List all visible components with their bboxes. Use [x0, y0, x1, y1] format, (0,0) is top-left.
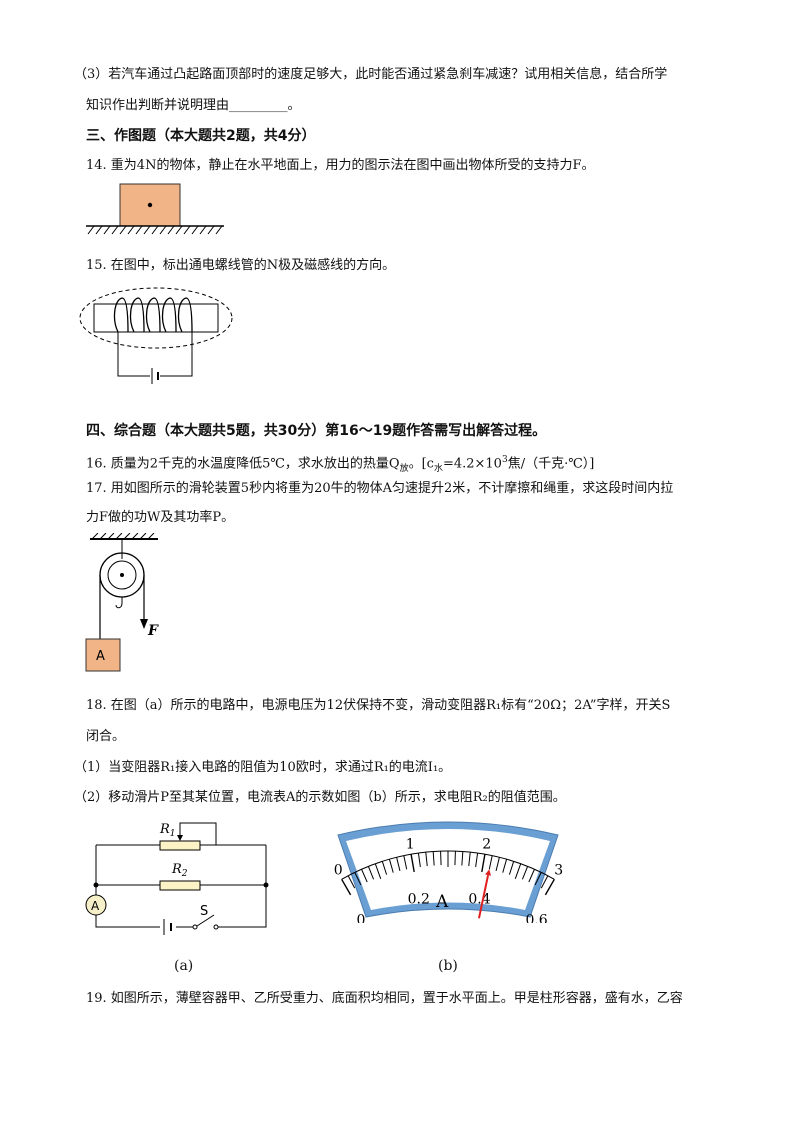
meter-tick: [432, 851, 435, 866]
meter-upper-label: 3: [554, 862, 563, 878]
meter-scale: [341, 850, 555, 896]
q18-ammeter-dial: 0 1 2 3 0 0.2 0.4 0.6 A: [334, 821, 563, 923]
meter-face: [346, 829, 550, 910]
ammeter-label: A: [91, 899, 100, 913]
meter-upper-label: 0: [334, 862, 343, 878]
meter-lower-label: 0: [357, 912, 366, 923]
meter-unit: A: [435, 892, 449, 912]
q14-figure: [86, 183, 224, 235]
q15-text: 15. 在图中，标出通电螺线管的N极及磁感线的方向。: [86, 258, 396, 273]
meter-needle: [477, 874, 490, 919]
object-a-label: A: [96, 649, 105, 664]
q13-3-line2: 知识作出判断并说明理由_________。: [86, 98, 301, 113]
meter-tick: [396, 857, 401, 871]
meter-tick: [381, 861, 388, 875]
wire-right: [160, 332, 193, 377]
meter-tick: [361, 869, 368, 883]
meter-tick: [488, 855, 493, 870]
switch-lever: [196, 914, 215, 927]
solenoid-core: [93, 303, 219, 333]
q17-line2: 力F做的功W及其功率P。: [86, 510, 235, 525]
q13-3-line1: （3）若汽车通过凸起路面顶部时的速度足够大，此时能否通过紧急刹车减速？试用相关信…: [74, 67, 668, 82]
meter-tick: [475, 852, 479, 867]
block-center-dot: [147, 202, 153, 208]
meter-tick: [341, 878, 352, 896]
ammeter: [85, 894, 107, 916]
switch-pivot: [192, 924, 198, 930]
q17-line1: 17. 用如图所示的滑轮装置5秒内将重为20牛的物体A匀速提升2米，不计摩擦和绳…: [86, 481, 674, 496]
ground-hatch: [87, 225, 223, 235]
q17-pulley-figure: F A: [85, 533, 159, 672]
meter-tick: [481, 854, 486, 873]
section4-heading: 四、综合题（本大题共5题，共30分）第16～19题作答需写出解答过程。: [86, 423, 547, 439]
meter-lower-label: 0.4: [468, 892, 490, 908]
meter-tick: [495, 857, 500, 871]
meter-needle-head: [485, 869, 491, 876]
meter-tick: [374, 863, 382, 879]
junction-right: [263, 882, 269, 888]
meter-tick: [540, 875, 549, 889]
resistor-r2: [159, 880, 201, 891]
q18-sub1: （1）当变阻器R₁接入电路的阻值为10欧时，求通过R₁的电流I₁。: [74, 760, 452, 775]
q14-text: 14. 重为4N的物体，静止在水平地面上，用力的图示法在图中画出物体所受的支持力…: [86, 158, 595, 173]
meter-tick: [528, 869, 535, 883]
pulley-axle: [120, 573, 124, 577]
meter-tick: [417, 852, 421, 867]
meter-tick: [534, 872, 542, 886]
slider-p-arrow: [177, 835, 183, 841]
q16-text: 16. 质量为2千克的水温度降低5℃，求水放出的热量Q放。[c水=4.2×103…: [86, 455, 595, 474]
meter-lower-label: 0.2: [408, 892, 430, 908]
meter-tick: [403, 855, 408, 870]
junction-left: [93, 882, 99, 888]
meter-tick: [468, 852, 471, 867]
coil-turns: [113, 297, 193, 333]
meter-tick: [425, 852, 428, 867]
meter-tick: [410, 854, 415, 873]
meter-tick: [544, 878, 555, 896]
force-label: F: [147, 623, 159, 639]
meter-tick: [461, 851, 464, 866]
caption-b: (b): [438, 958, 458, 974]
resistor-r1: [159, 840, 201, 851]
r1-label: R1: [159, 822, 176, 839]
q18-circuit-a: A S R1 R2: [85, 822, 269, 935]
q18-line2: 闭合。: [86, 729, 126, 744]
q18-line1: 18. 在图（a）所示的电路中，电源电压为12伏保持不变，滑动变阻器R₁标有“2…: [86, 698, 671, 713]
q15-solenoid-figure: [79, 287, 233, 384]
switch-contact: [213, 924, 219, 930]
section3-heading: 三、作图题（本大题共2题，共4分）: [86, 128, 316, 144]
meter-scale-arc: [341, 850, 555, 880]
meter-tick: [367, 866, 375, 880]
switch-label: S: [200, 904, 208, 919]
meter-tick: [354, 872, 362, 886]
circuit-wires: [95, 822, 267, 928]
meter-tick: [388, 859, 394, 873]
meter-tick: [347, 875, 356, 889]
wire-left: [117, 332, 150, 377]
q19-text: 19. 如图所示，薄壁容器甲、乙所受重力、底面积均相同，置于水平面上。甲是柱形容…: [86, 991, 683, 1006]
object-a: [85, 638, 121, 672]
meter-upper-label: 2: [482, 836, 491, 852]
pulley-inner: [107, 560, 137, 590]
r2-label: R2: [171, 862, 188, 879]
caption-a: (a): [174, 958, 194, 974]
ceiling-hatch: [91, 533, 155, 540]
meter-lower-label: 0.6: [525, 912, 547, 923]
meter-tick: [508, 861, 515, 875]
force-arrow-head: [140, 619, 148, 629]
field-line-outer: [79, 287, 233, 349]
q18-sub2: （2）移动滑片P至其某位置，电流表A的示数如图（b）所示，求电阻R₂的阻值范围。: [74, 790, 566, 805]
meter-upper-label: 1: [406, 836, 415, 852]
pulley-hook: [115, 597, 123, 609]
meter-tick: [502, 859, 508, 873]
meter-tick: [514, 863, 522, 879]
meter-tick: [521, 866, 529, 880]
